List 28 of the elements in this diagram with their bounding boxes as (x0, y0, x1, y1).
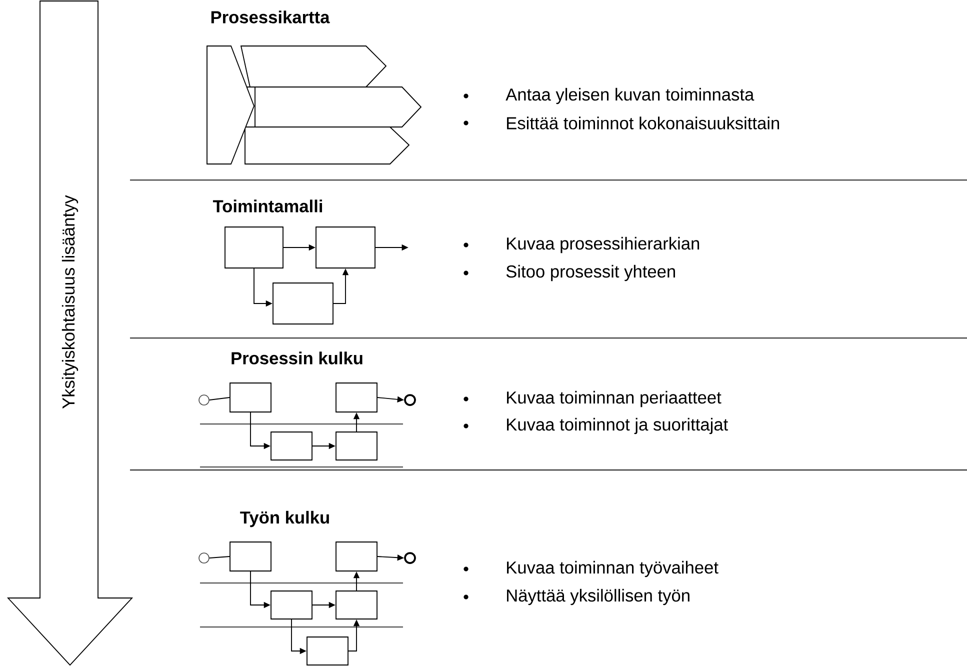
process-box (336, 432, 378, 460)
process-box (336, 382, 378, 412)
process-box (306, 636, 348, 666)
bullet-item: Sitoo prosessit yhteen (464, 264, 675, 282)
process-box (316, 226, 376, 268)
bullet-item: Kuvaa toiminnan työvaiheet (464, 560, 718, 578)
bullet-item: Kuvaa toiminnan periaatteet (464, 390, 722, 408)
section-title: Työn kulku (240, 510, 329, 528)
section-title: Prosessin kulku (232, 352, 362, 364)
section-title: Toimintamalli (212, 200, 322, 212)
section-title: Prosessikartta (211, 10, 330, 24)
process-box (336, 542, 378, 572)
process-box (270, 432, 312, 460)
process-box (230, 542, 272, 572)
process-box (336, 590, 378, 620)
bullet-item: Kuvaa toiminnot ja suorittajat (464, 418, 728, 434)
end-circle (404, 552, 416, 564)
start-circle (198, 552, 210, 564)
bullet-item: Antaa yleisen kuvan toiminnasta (464, 88, 754, 104)
process-box (270, 590, 312, 620)
bullet-item: Kuvaa prosessihierarkian (464, 236, 700, 254)
process-box (224, 226, 284, 268)
bullet-item: Näyttää yksilöllisen työn (464, 588, 690, 606)
process-box (272, 282, 334, 324)
bullet-item: Esittää toiminnot kokonaisuuksittain (464, 116, 780, 130)
end-circle (404, 394, 416, 406)
start-circle (198, 394, 210, 406)
process-box (230, 382, 272, 412)
